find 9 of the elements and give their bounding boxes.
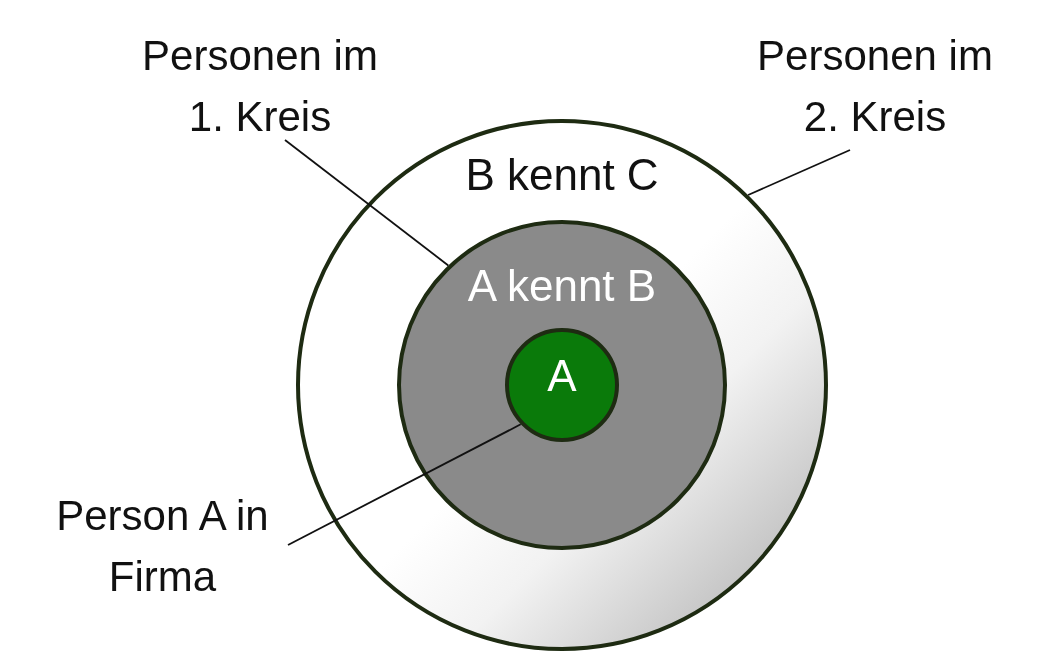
- circle-label: A kennt B: [467, 264, 657, 308]
- leader-line: [747, 149, 851, 196]
- leader-line: [287, 423, 522, 546]
- callout-label: Person A in Firma: [55, 491, 270, 602]
- circle-label: B kennt C: [465, 153, 659, 197]
- callout-label: Personen im 1. Kreis: [141, 31, 379, 142]
- circle-label: A: [547, 354, 577, 398]
- callout-label: Personen im 2. Kreis: [756, 31, 994, 142]
- leader-line: [284, 139, 450, 267]
